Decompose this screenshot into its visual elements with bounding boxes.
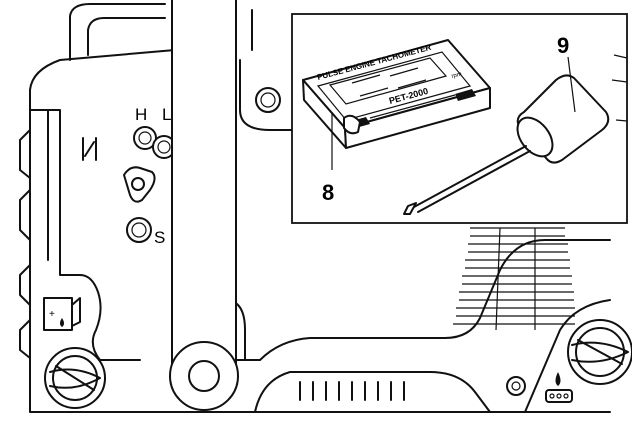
chain-oil-symbol-icon: [545, 372, 573, 403]
callout-9: 9: [557, 33, 569, 58]
right-fastener-icon: [567, 319, 632, 385]
tachometer-unit: rpm: [451, 71, 463, 79]
high-jet-screw: [133, 126, 157, 150]
screwdriver: [403, 74, 610, 215]
svg-text:+: +: [49, 309, 55, 320]
choke-symbol-icon: [82, 137, 97, 161]
fuel-tank-symbol: +: [43, 297, 81, 331]
front-handle: [169, 0, 239, 411]
tachometer-sensor: [343, 114, 361, 135]
cooling-grille: [453, 227, 575, 331]
callout-8: 8: [322, 180, 334, 205]
rivet-icon: [506, 376, 526, 396]
choke-lever: [123, 166, 156, 203]
label-high: H: [135, 105, 147, 124]
label-idle: S: [154, 228, 165, 247]
saw-housing: [19, 3, 611, 413]
carburetor-screws: [123, 126, 176, 243]
leader-9: [567, 56, 576, 113]
callout-leaders: [331, 56, 576, 170]
cooling-slots-lower: [299, 381, 405, 401]
label-low: L: [162, 105, 171, 124]
idle-screw: [126, 217, 152, 243]
left-fastener-icon: [44, 347, 106, 409]
